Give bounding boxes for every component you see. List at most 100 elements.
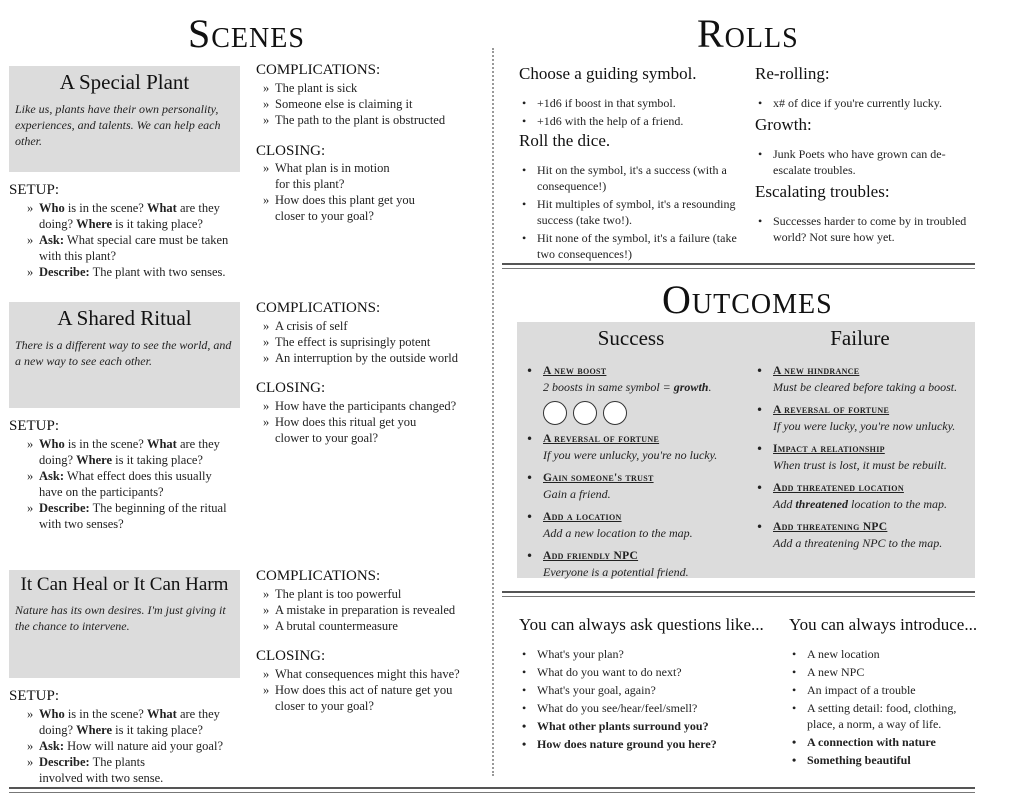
outcome-name: A reversal of fortune — [543, 433, 660, 445]
success-item: A reversal of fortune If you were unluck… — [517, 431, 745, 463]
scene-description: Nature has its own desires. I'm just giv… — [15, 603, 226, 633]
question-item: What's your plan? — [519, 646, 779, 662]
outcomes-heading-text: Outcomes — [662, 277, 833, 322]
introduce-list: A new location A new NPC An impact of a … — [789, 646, 984, 770]
scene-title: It Can Heal or It Can Harm — [20, 574, 229, 595]
outcomes-heading: Outcomes — [662, 276, 833, 323]
boost-checkbox[interactable] — [543, 401, 567, 425]
escalating-item: Successes harder to come by in troubled … — [755, 213, 970, 245]
rolls-heading: Rolls — [697, 10, 799, 57]
complication-item: The plant is too powerful — [245, 586, 490, 602]
scenes-heading: Scenes — [188, 10, 305, 57]
scene-card-shared-ritual: A Shared Ritual There is a different way… — [9, 302, 240, 408]
boost-checkbox[interactable] — [603, 401, 627, 425]
closing-label: CLOSING: — [256, 380, 326, 396]
roll-item: Hit none of the symbol, it's a failure (… — [519, 230, 749, 262]
closing-list: How have the participants changed? How d… — [245, 398, 490, 446]
scene-card-heal-or-harm: It Can Heal or It Can Harm Nature has it… — [9, 570, 240, 678]
introduce-item: A setting detail: food, clothing, place,… — [789, 700, 984, 732]
setup-item: Describe: The plant with two senses. — [9, 264, 249, 280]
scene-description: Like us, plants have their own personali… — [15, 102, 221, 148]
failure-list: A new hindrance Must be cleared before t… — [747, 363, 975, 558]
questions-list: What's your plan? What do you want to do… — [519, 646, 779, 754]
boost-checkbox[interactable] — [573, 401, 597, 425]
failure-item: A reversal of fortune If you were lucky,… — [747, 402, 975, 434]
outcome-desc: Add a threatening NPC to the map. — [773, 536, 943, 550]
escalating-list: Successes harder to come by in troubled … — [755, 213, 970, 247]
introduce-item: A new NPC — [789, 664, 984, 680]
success-item: Gain someone's trust Gain a friend. — [517, 470, 745, 502]
outcome-desc: Gain a friend. — [543, 487, 611, 501]
outcome-desc: If you were lucky, you're now unlucky. — [773, 419, 956, 433]
outcome-desc: 2 boosts in same symbol = growth. — [543, 380, 712, 394]
scene-description: There is a different way to see the worl… — [15, 338, 232, 368]
setup-list: Who is in the scene? What are they doing… — [9, 436, 234, 532]
question-item: What other plants surround you? — [519, 718, 779, 734]
closing-label: CLOSING: — [256, 648, 326, 664]
outcome-desc: If you were unlucky, you're no lucky. — [543, 448, 718, 462]
complication-item: The effect is suprisingly potent — [245, 334, 490, 350]
closing-item: How does this act of nature get you clos… — [245, 682, 460, 714]
complication-item: A brutal countermeasure — [245, 618, 490, 634]
outcome-name: Add threatening NPC — [773, 521, 888, 533]
divider — [502, 596, 975, 597]
setup-item: Who is in the scene? What are they doing… — [9, 706, 249, 738]
complication-item: The plant is sick — [245, 80, 490, 96]
divider — [502, 263, 975, 265]
roll-list: Hit on the symbol, it's a success (with … — [519, 162, 749, 264]
failure-item: Add threatening NPC Add a threatening NP… — [747, 519, 975, 551]
complication-item: Someone else is claiming it — [245, 96, 490, 112]
outcome-name: A reversal of fortune — [773, 404, 890, 416]
outcome-desc: Add a new location to the map. — [543, 526, 693, 540]
setup-item: Ask: How will nature aid your goal? — [9, 738, 249, 754]
column-divider — [492, 48, 494, 776]
complications-list: The plant is sick Someone else is claimi… — [245, 80, 490, 128]
bottom-rule — [9, 792, 975, 793]
setup-label: SETUP: — [9, 418, 60, 434]
closing-item: How have the participants changed? — [245, 398, 490, 414]
outcomes-panel: Success Failure A new boost 2 boosts in … — [517, 322, 975, 579]
scenes-heading-text: Scenes — [188, 11, 305, 56]
success-list: A new boost 2 boosts in same symbol = gr… — [517, 363, 745, 587]
outcome-name: A new hindrance — [773, 365, 860, 377]
success-item: Add friendly NPC Everyone is a potential… — [517, 548, 745, 580]
reroll-title: Re-rolling: — [755, 64, 830, 83]
setup-item: Who is in the scene? What are they doing… — [9, 436, 234, 468]
question-item: What do you see/hear/feel/smell? — [519, 700, 779, 716]
setup-list: Who is in the scene? What are they doing… — [9, 200, 249, 280]
setup-item: Ask: What special care must be taken wit… — [9, 232, 249, 264]
rolls-heading-text: Rolls — [697, 11, 799, 56]
failure-item: Add threatened location Add threatened l… — [747, 480, 975, 512]
setup-item: Ask: What effect does this usually have … — [9, 468, 234, 500]
setup-label: SETUP: — [9, 688, 60, 704]
reroll-item: x# of dice if you're currently lucky. — [755, 95, 985, 111]
outcome-name: Impact a relationship — [773, 443, 885, 455]
growth-list: Junk Poets who have grown can de-escalat… — [755, 146, 975, 180]
outcome-name: Add threatened location — [773, 482, 904, 494]
closing-item: How does this plant get you closer to yo… — [245, 192, 425, 224]
guide-item: +1d6 with the help of a friend. — [519, 113, 749, 129]
complications-label: COMPLICATIONS: — [256, 300, 381, 316]
outcome-name: A new boost — [543, 365, 607, 377]
complications-label: COMPLICATIONS: — [256, 62, 381, 78]
complication-item: An interruption by the outside world — [245, 350, 490, 366]
boost-tracker — [543, 401, 745, 428]
guide-list: +1d6 if boost in that symbol. +1d6 with … — [519, 95, 749, 131]
guide-item: +1d6 if boost in that symbol. — [519, 95, 749, 111]
complications-list: A crisis of self The effect is suprising… — [245, 318, 490, 366]
failure-title: Failure — [830, 326, 890, 350]
question-item: How does nature ground you here? — [519, 736, 779, 752]
reroll-list: x# of dice if you're currently lucky. — [755, 95, 985, 113]
complication-item: A mistake in preparation is revealed — [245, 602, 490, 618]
escalating-title: Escalating troubles: — [755, 182, 890, 201]
scene-title: A Shared Ritual — [57, 306, 192, 330]
roll-title: Roll the dice. — [519, 131, 611, 150]
outcome-name: Add a location — [543, 511, 622, 523]
setup-item: Who is in the scene? What are they doing… — [9, 200, 249, 232]
complication-item: A crisis of self — [245, 318, 490, 334]
roll-item: Hit on the symbol, it's a success (with … — [519, 162, 749, 194]
outcome-desc: Everyone is a potential friend. — [543, 565, 689, 579]
questions-title: You can always ask questions like... — [519, 615, 764, 634]
introduce-title: You can always introduce... — [789, 615, 978, 634]
scene-title: A Special Plant — [59, 70, 190, 94]
